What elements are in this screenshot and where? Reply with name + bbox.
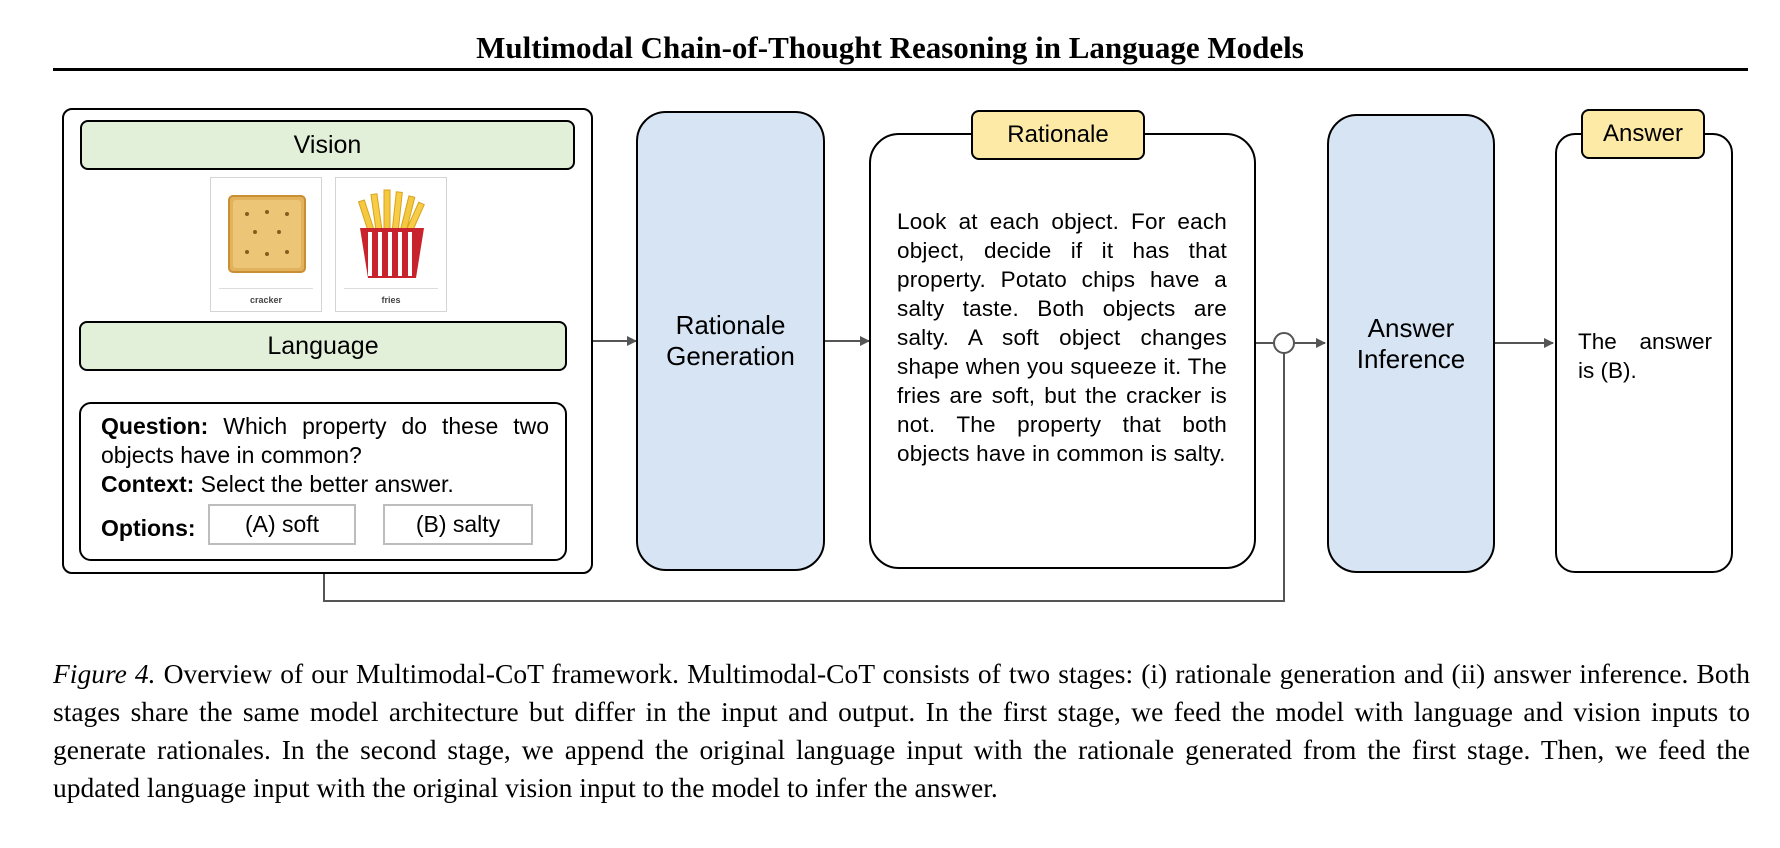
- paper-title: Multimodal Chain-of-Thought Reasoning in…: [476, 30, 1304, 65]
- answer-label: Answer: [1581, 109, 1705, 159]
- option-a: (A) soft: [208, 504, 356, 545]
- caption-text: Overview of our Multimodal-CoT framework…: [53, 658, 1750, 803]
- rationale-label: Rationale: [971, 110, 1145, 160]
- question-text: Which property do these two objects have…: [101, 413, 549, 468]
- answer-text: The answer is (B).: [1578, 329, 1712, 383]
- fries-caption: fries: [381, 295, 401, 305]
- question-label: Question:: [101, 413, 209, 439]
- cracker-caption: cracker: [249, 295, 283, 305]
- options-label: Options:: [101, 515, 196, 541]
- context-label: Context:: [101, 471, 195, 497]
- language-feedback-line: [323, 353, 1285, 602]
- rationale-box: Look at each object. For each object, de…: [869, 133, 1256, 569]
- junction-circle: [1273, 332, 1295, 354]
- question-box: Question: Which property do these two ob…: [79, 402, 567, 561]
- title-rule: [53, 68, 1748, 71]
- context-text: Select the better answer.: [194, 471, 454, 497]
- context-line: Context: Select the better answer.: [101, 470, 549, 499]
- cracker-icon: [228, 195, 306, 273]
- figure-label: Figure 4.: [53, 658, 156, 689]
- vision-label: Vision: [80, 120, 575, 170]
- answer-inference-line2: Inference: [1356, 343, 1466, 374]
- language-label: Language: [79, 321, 567, 371]
- fries-icon: [357, 189, 425, 278]
- rationale-generation-line1: Rationale: [675, 310, 786, 340]
- cracker-image-card: cracker: [210, 177, 322, 312]
- answer-inference-line1: Answer: [1367, 312, 1455, 343]
- question-line: Question: Which property do these two ob…: [101, 412, 549, 470]
- answer-box: The answer is (B).: [1555, 133, 1733, 573]
- rationale-generation-line2: Generation: [666, 341, 795, 371]
- rationale-text: Look at each object. For each object, de…: [897, 209, 1227, 466]
- fries-image-card: fries: [335, 177, 447, 312]
- option-b: (B) salty: [383, 504, 533, 545]
- figure-caption: Figure 4. Overview of our Multimodal-CoT…: [53, 655, 1750, 807]
